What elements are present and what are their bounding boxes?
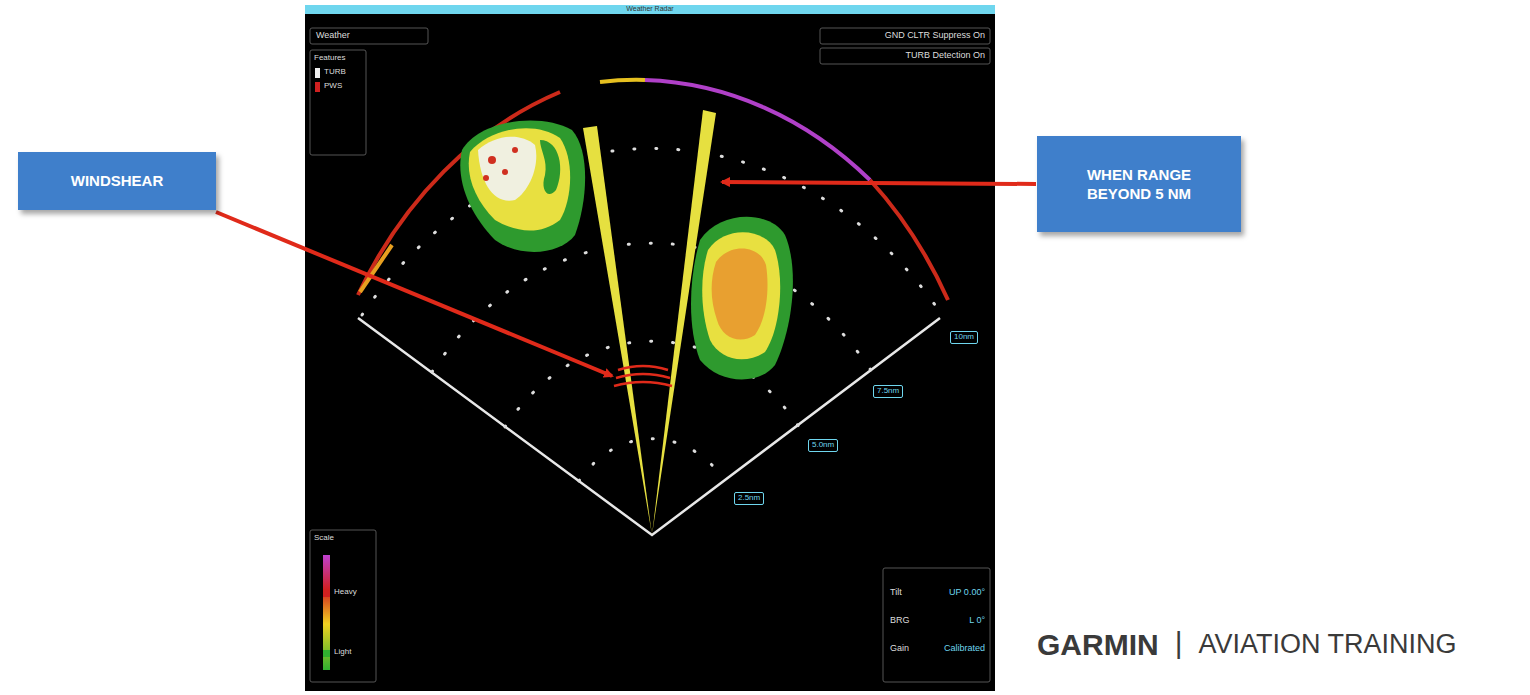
legend-swatch [323, 650, 330, 657]
sector-edge [358, 318, 940, 535]
range-label: 5.0nm [808, 439, 838, 452]
legend-swatch [323, 590, 330, 597]
screen [305, 5, 995, 691]
setting-name: Tilt [890, 588, 902, 598]
legend-swatch [315, 68, 320, 78]
leader-arrow [722, 182, 1036, 184]
status-text: GND CLTR Suppress On [885, 31, 985, 41]
leader-arrow [216, 212, 612, 376]
callout-text: WHEN RANGE BEYOND 5 NM [1069, 165, 1209, 204]
legend-text: Heavy [334, 588, 357, 597]
screen-title: Weather Radar [626, 5, 673, 13]
panel-title: Scale [314, 534, 334, 543]
setting-value: Calibrated [944, 644, 985, 654]
brand-text: AVIATION TRAINING [1198, 630, 1456, 660]
range-label: 10nm [950, 331, 978, 344]
callout-text: WINDSHEAR [71, 171, 164, 191]
setting-value: UP 0.00° [949, 588, 985, 598]
callout-box: WINDSHEAR [18, 152, 216, 210]
legend-text: PWS [324, 82, 342, 91]
range-label: 7.5nm [873, 385, 903, 398]
legend-swatch [315, 82, 320, 92]
status-text: TURB Detection On [905, 51, 985, 61]
title-bar [305, 5, 995, 14]
setting-name: BRG [890, 616, 910, 626]
brand-logo: GARMIN [1037, 628, 1159, 661]
setting-name: Gain [890, 644, 909, 654]
setting-value: L 0° [969, 616, 985, 626]
separator: | [1175, 626, 1183, 659]
legend-text: TURB [324, 68, 346, 77]
panel-title: Features [314, 54, 346, 63]
callout-box: WHEN RANGE BEYOND 5 NM [1037, 136, 1241, 232]
range-label: 2.5nm [734, 492, 764, 505]
page-name: Weather [316, 31, 350, 41]
legend-text: Light [334, 648, 351, 657]
